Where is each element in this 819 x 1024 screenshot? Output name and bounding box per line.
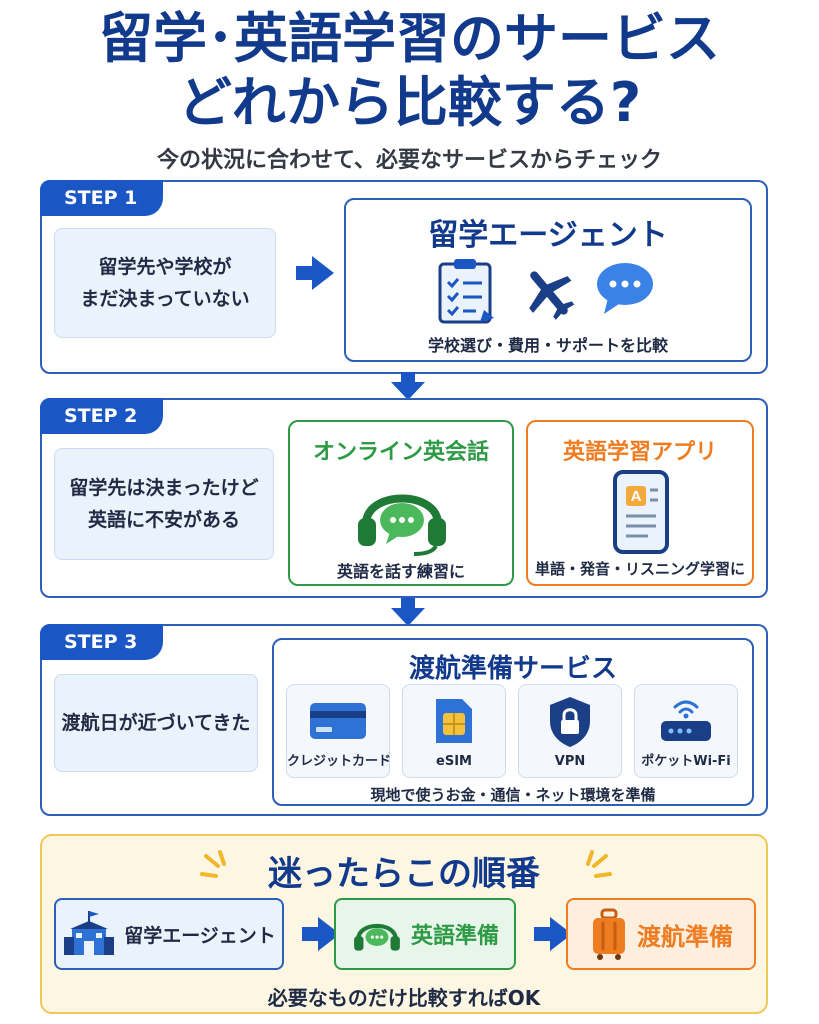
airplane-icon (529, 271, 575, 320)
step2-service-app: 英語学習アプリ A 単語・発音・リスニング学習に (526, 420, 754, 586)
page-subtitle: 今の状況に合わせて、必要なサービスからチェック (157, 148, 662, 173)
arrow-down-icon (391, 598, 425, 626)
service-title-agent: 留学エージェント (428, 218, 668, 253)
svg-text:A: A (631, 488, 642, 505)
step2-service-online: オンライン英会話 英語を話す練習に (288, 420, 514, 586)
step1-panel: STEP 1 留学先や学校が まだ決まっていない 留学エージェント (40, 180, 768, 374)
smartphone-app-icon: A (613, 470, 669, 554)
step3-situation: 渡航日が近づいてきた (54, 674, 258, 772)
service-desc-online: 英語を話す練習に (336, 562, 465, 581)
order-item-label: 渡航準備 (637, 922, 733, 951)
order-item-label: 留学エージェント (124, 924, 276, 947)
step1-service-box: 留学エージェント 学校選び・費用・サポートを比較 (344, 198, 752, 362)
clipboard-checklist-icon (438, 259, 494, 324)
order-item-travel: 渡航準備 (566, 898, 756, 970)
step3-badge: STEP 3 (40, 624, 164, 660)
card-esim: eSIM (402, 684, 506, 778)
sim-card-icon (436, 699, 472, 743)
arrow-right-icon (296, 256, 334, 290)
step3-service-box: 渡航準備サービス クレジットカード eSIM VPN (272, 638, 754, 806)
shield-lock-icon (550, 697, 590, 747)
service-desc-app: 単語・発音・リスニング学習に (534, 560, 745, 578)
step2-badge: STEP 2 (40, 398, 164, 434)
card-label: VPN (554, 754, 586, 769)
headset-icon (354, 924, 400, 951)
card-credit-card: クレジットカード (286, 684, 392, 778)
chat-bubble-icon (597, 263, 653, 314)
step3-panel: STEP 3 渡航日が近づいてきた 渡航準備サービス クレジットカード eSIM (40, 624, 768, 816)
suitcase-icon (593, 908, 625, 960)
order-title: 迷ったらこの順番 (268, 854, 540, 894)
service-desc-agent: 学校選び・費用・サポートを比較 (427, 336, 668, 355)
card-label: クレジットカード (287, 754, 392, 769)
page-title-line2: どれから比較する? (177, 71, 642, 134)
sparkle-left-icon (200, 850, 226, 878)
page-title-line1: 留学･英語学習のサービス (99, 7, 720, 70)
card-vpn: VPN (518, 684, 622, 778)
card-label: ポケットWi-Fi (641, 754, 731, 769)
school-building-icon (64, 911, 115, 955)
order-note: 必要なものだけ比較すればOK (267, 986, 541, 1010)
step1-situation: 留学先や学校が まだ決まっていない (54, 228, 276, 338)
step2-panel: STEP 2 留学先は決まったけど 英語に不安がある オンライン英会話 英語を話… (40, 398, 768, 598)
card-label: eSIM (436, 754, 472, 769)
service-title-travel: 渡航準備サービス (408, 654, 617, 684)
service-desc-travel: 現地で使うお金・通信・ネット環境を準備 (370, 786, 656, 804)
credit-card-icon (310, 703, 366, 739)
order-panel: 迷ったらこの順番 留学エージェント 英語準備 (40, 834, 768, 1014)
order-item-english: 英語準備 (334, 898, 516, 970)
wifi-router-icon (661, 700, 711, 741)
order-item-label: 英語準備 (410, 924, 499, 949)
headset-icon (358, 494, 446, 556)
service-title-online: オンライン英会話 (312, 440, 489, 465)
order-item-agent: 留学エージェント (54, 898, 284, 970)
step1-badge: STEP 1 (40, 180, 164, 216)
arrow-down-icon (391, 372, 425, 400)
card-pocket-wifi: ポケットWi-Fi (634, 684, 738, 778)
sparkle-right-icon (586, 850, 612, 878)
step2-situation: 留学先は決まったけど 英語に不安がある (54, 448, 274, 560)
service-title-app: 英語学習アプリ (562, 440, 717, 465)
